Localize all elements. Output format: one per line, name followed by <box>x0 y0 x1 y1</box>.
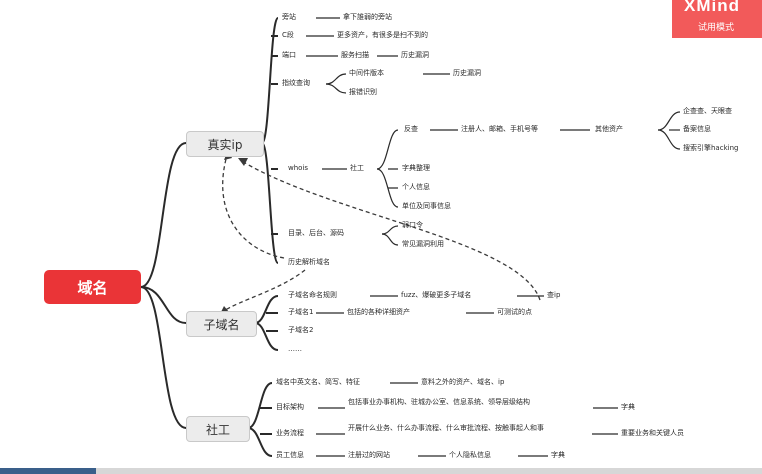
node-history-dns[interactable]: 历史解析域名 <box>288 258 330 266</box>
node-search-engine[interactable]: 搜索引擎hacking <box>683 144 739 152</box>
node-registered-sites[interactable]: 注册过的网站 <box>348 451 390 459</box>
node-sub1[interactable]: 子域名1 <box>288 308 314 316</box>
node-enterprise[interactable]: 企查查、天眼查 <box>683 107 732 115</box>
node-port[interactable]: 端口 <box>282 51 296 59</box>
watermark-subtitle: 试用模式 <box>698 23 735 33</box>
root-node[interactable]: 域名 <box>44 270 141 304</box>
node-domain-text[interactable]: 域名中英文名、简写、特征 <box>276 378 360 386</box>
node-c-segment-desc[interactable]: 更多资产，有很多是扫不到的 <box>337 31 428 39</box>
node-org-desc[interactable]: 包括事业办事机构、驻城办公室、信息系统、领导层级结构 <box>348 398 530 406</box>
node-naming-rule[interactable]: 子域名命名规则 <box>288 291 337 299</box>
node-whois[interactable]: whois <box>288 164 309 172</box>
node-workflow-desc[interactable]: 开展什么业务、什么办事流程、什么审批流程、按触事起人和事 <box>348 424 544 432</box>
node-sub1-test[interactable]: 可测试的点 <box>497 308 532 316</box>
node-unexpected[interactable]: 意料之外的资产、域名、ip <box>421 378 505 386</box>
node-sibling-site[interactable]: 旁站 <box>282 13 296 21</box>
node-sibling-site-desc[interactable]: 拿下誰弱的旁站 <box>343 13 392 21</box>
node-error-id[interactable]: 报错识别 <box>349 88 377 96</box>
node-check-ip[interactable]: 查ip <box>547 291 561 299</box>
node-privacy[interactable]: 个人隐私信息 <box>449 451 491 459</box>
node-common-vuln[interactable]: 常见漏洞利用 <box>402 240 444 248</box>
node-social[interactable]: 社工 <box>186 416 250 442</box>
node-other-assets[interactable]: 其他资产 <box>595 125 623 133</box>
node-subdomain[interactable]: 子域名 <box>186 311 257 337</box>
node-sub1-desc[interactable]: 包括的各种详细资产 <box>347 308 410 316</box>
node-personal[interactable]: 个人信息 <box>402 183 430 191</box>
node-real-ip[interactable]: 真实ip <box>186 131 264 157</box>
node-colleague[interactable]: 单位及同事信息 <box>402 202 451 210</box>
bottom-status-bar <box>0 468 762 474</box>
node-c-segment[interactable]: C段 <box>282 31 294 39</box>
node-weak-pass[interactable]: 弱口令 <box>402 221 423 229</box>
node-reverse[interactable]: 反查 <box>404 125 418 133</box>
watermark-title: XMind <box>684 0 740 15</box>
node-staff[interactable]: 员工信息 <box>276 451 304 459</box>
node-port-vuln[interactable]: 历史漏洞 <box>401 51 429 59</box>
node-workflow[interactable]: 业务流程 <box>276 429 304 437</box>
node-port-scan[interactable]: 服务扫描 <box>341 51 369 59</box>
node-dictionary[interactable]: 字典整理 <box>402 164 430 172</box>
node-icp[interactable]: 备案信息 <box>683 125 711 133</box>
node-dir-backend[interactable]: 目录、后台、源码 <box>288 229 344 237</box>
node-sub2[interactable]: 子域名2 <box>288 326 314 334</box>
node-org[interactable]: 目标架构 <box>276 403 304 411</box>
status-bar-accent <box>0 468 96 474</box>
node-fingerprint[interactable]: 指纹查询 <box>282 79 310 87</box>
node-key-people[interactable]: 重要业务和关键人员 <box>621 429 684 437</box>
node-more[interactable]: …… <box>288 345 302 353</box>
node-dict[interactable]: 字典 <box>621 403 635 411</box>
node-middleware-vuln[interactable]: 历史漏洞 <box>453 69 481 77</box>
trial-watermark: XMind 试用模式 <box>672 0 762 38</box>
node-dict2[interactable]: 字典 <box>551 451 565 459</box>
node-middleware[interactable]: 中间件版本 <box>349 69 384 77</box>
node-reverse-desc[interactable]: 注册人、邮箱、手机号等 <box>461 125 538 133</box>
node-fuzz[interactable]: fuzz、爆破更多子域名 <box>401 291 472 299</box>
node-whois-social[interactable]: 社工 <box>350 164 364 172</box>
